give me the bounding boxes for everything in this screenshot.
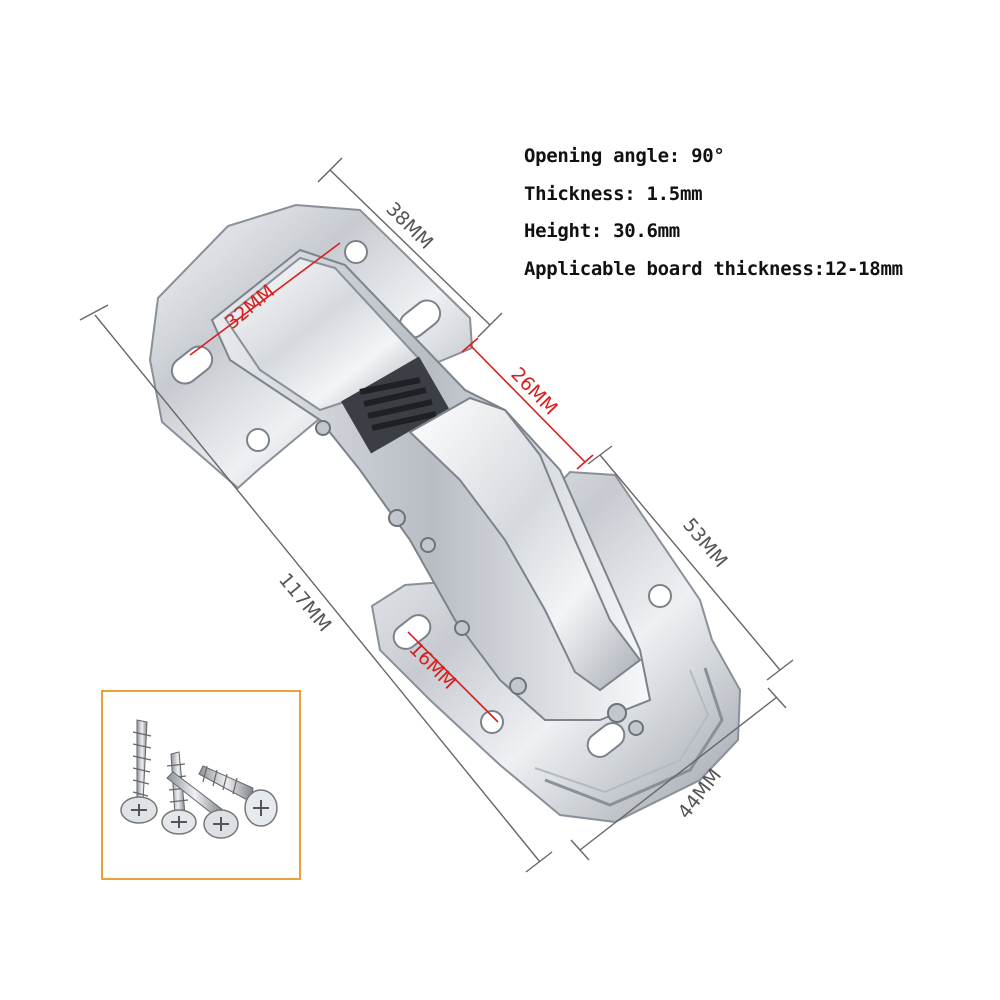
spring <box>341 356 449 454</box>
spec-height: Height: 30.6mm <box>524 220 680 242</box>
spec-opening-angle: Opening angle: 90° <box>524 145 725 167</box>
screws-thumbnail <box>101 690 301 880</box>
spec-board-thickness: Applicable board thickness:12-18mm <box>524 257 903 280</box>
dimension-lines-red <box>189 242 594 723</box>
screw-1 <box>120 719 158 824</box>
dim-length-total-label: 117MM <box>274 569 335 636</box>
screw-4 <box>166 771 239 839</box>
screws-image <box>120 719 278 839</box>
screw-3 <box>198 765 278 827</box>
dimension-lines <box>79 157 794 873</box>
spec-thickness: Thickness: 1.5mm <box>524 182 703 205</box>
hinge-arm <box>210 248 652 736</box>
spec-list: Opening angle: 90° Thickness: 1.5mm Heig… <box>524 138 903 288</box>
dim-length-lower-label: 53MM <box>678 514 731 572</box>
